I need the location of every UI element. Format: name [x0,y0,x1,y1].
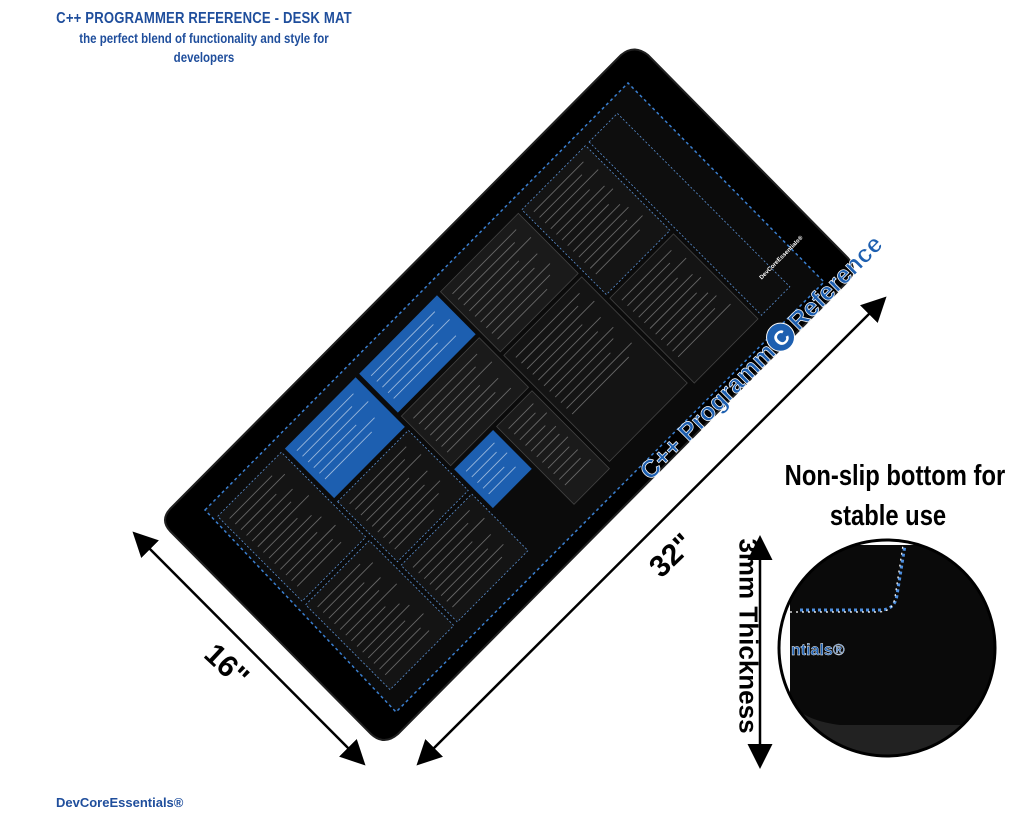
page-subtitle-line1: the perfect blend of functionality and s… [79,30,329,46]
inset-brand-text: ntials® [791,642,845,659]
detail-inset: ntials® [777,538,997,758]
brand-footer: DevCoreEssentials® [56,795,184,810]
page-title: C++ PROGRAMMER REFERENCE - DESK MAT [56,10,352,27]
width-arrow [132,531,366,766]
page-header: C++ PROGRAMMER REFERENCE - DESK MAT the … [0,10,408,66]
length-arrow [416,296,887,766]
page-subtitle-line2: developers [173,49,235,65]
thickness-label: 3mm Thickness [733,538,764,734]
feature-line2: stable use [829,500,947,532]
feature-text: Non-slip bottom for stable use [784,456,1006,536]
feature-line1: Non-slip bottom for [784,460,1006,492]
